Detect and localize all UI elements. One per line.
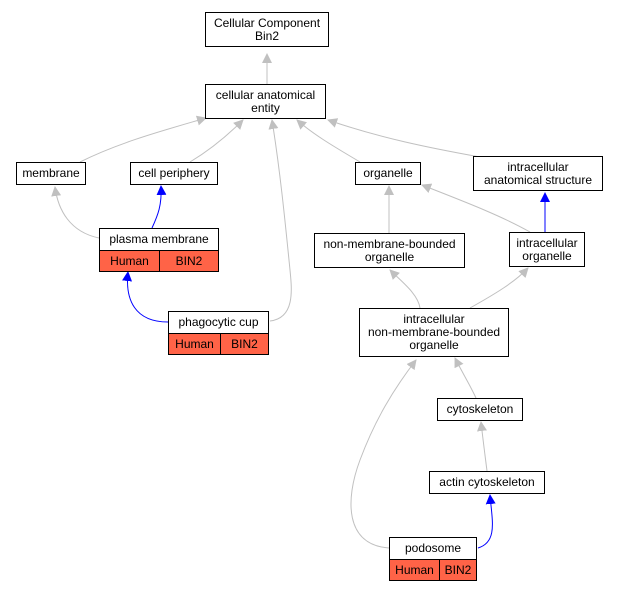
annotation-species-tag: Human — [389, 559, 440, 581]
node-phagocytic-cup[interactable]: phagocytic cup — [168, 311, 269, 334]
node-intracellular-non-membrane-bounded-organelle[interactable]: intracellular non-membrane-bounded organ… — [359, 308, 509, 357]
edge-cytoskeleton-inmbo — [454, 357, 477, 399]
node-intracellular-anatomical-structure[interactable]: intracellular anatomical structure — [473, 156, 603, 191]
node-membrane[interactable]: membrane — [16, 162, 86, 185]
edge-podosome-actin — [477, 494, 496, 549]
annotation-gene-tag: BIN2 — [220, 333, 269, 355]
node-non-membrane-bounded-organelle[interactable]: non-membrane-bounded organelle — [314, 233, 465, 268]
edge-membrane-cae — [79, 115, 207, 163]
annotation-species-tag: Human — [168, 333, 221, 355]
part-of-edges — [122, 185, 550, 549]
node-cytoskeleton[interactable]: cytoskeleton — [437, 398, 523, 421]
node-organelle[interactable]: organelle — [355, 162, 421, 185]
edge-introrg-organelle — [421, 183, 531, 233]
node-cellular-anatomical-entity[interactable]: cellular anatomical entity — [205, 84, 326, 119]
edge-phagocup-plasmamembrane — [122, 271, 169, 323]
edge-inmbo-nmbo — [389, 269, 421, 309]
edge-podosome-inmbo — [350, 359, 417, 549]
edge-inmbo-introrg — [469, 267, 529, 309]
edge-actin-cytoskeleton — [477, 421, 488, 472]
node-actin-cytoskeleton[interactable]: actin cytoskeleton — [429, 471, 545, 494]
node-podosome[interactable]: podosome — [389, 537, 477, 560]
node-cell-periphery[interactable]: cell periphery — [130, 162, 218, 185]
node-cellular-component-bin2[interactable]: Cellular Component Bin2 — [205, 12, 329, 47]
is-a-edges — [51, 53, 531, 549]
edge-ias-cae — [327, 118, 481, 158]
annotation-species-tag: Human — [99, 250, 160, 272]
node-intracellular-organelle[interactable]: intracellular organelle — [509, 232, 585, 267]
edge-phagocup-cae — [268, 119, 292, 322]
edge-plasmamembrane-membrane — [51, 186, 100, 239]
annotation-gene-tag: BIN2 — [439, 559, 477, 581]
annotation-gene-tag: BIN2 — [159, 250, 219, 272]
edge-plasmamembrane-cellperiphery — [151, 185, 167, 229]
edge-cellperiphery-cae — [189, 119, 244, 163]
edge-organelle-cae — [296, 119, 361, 163]
node-plasma-membrane[interactable]: plasma membrane — [99, 228, 219, 251]
